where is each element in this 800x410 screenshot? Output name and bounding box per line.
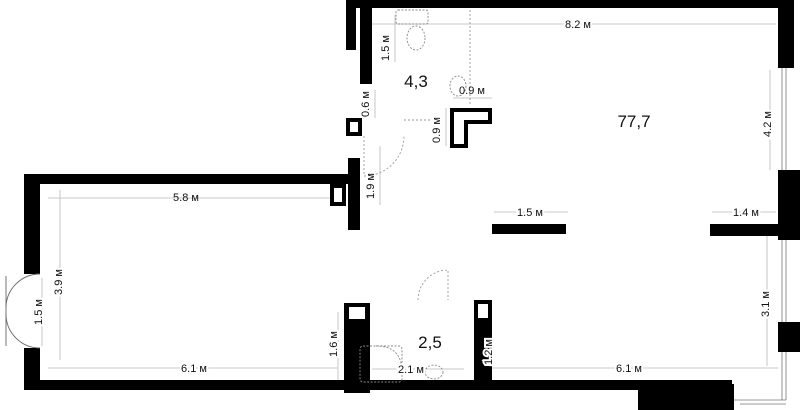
- dim-left-width: 5.8 м: [173, 192, 199, 204]
- dim-bottom-left: 6.1 м: [181, 363, 207, 375]
- wall-insets: [334, 122, 488, 319]
- dim-right-upper: 4.2 м: [762, 111, 774, 137]
- dimension-lines: [41, 15, 778, 384]
- area-wc: 4,3: [404, 72, 428, 91]
- dim-corridor: 1.9 м: [365, 173, 377, 199]
- dim-wc-small: 0.6 м: [360, 91, 372, 117]
- column: [450, 108, 492, 148]
- toilet-icon: [406, 25, 426, 51]
- dim-wc-fixture: 0.9 м: [459, 85, 485, 97]
- doors: [5, 10, 471, 349]
- dim-bath-right: 1.2 м: [483, 339, 495, 365]
- dim-entrance: 1.5 м: [33, 299, 45, 325]
- area-labels: 4,3 77,7 2,5: [404, 72, 650, 352]
- dim-left-height: 3.9 м: [53, 269, 65, 295]
- walls: [24, 0, 800, 410]
- dim-mid-wall: 1.5 м: [517, 207, 543, 219]
- area-main: 77,7: [617, 112, 650, 131]
- dim-bath-height: 1.6 м: [328, 331, 340, 357]
- fixtures: [359, 9, 467, 383]
- dim-bath-width: 2.1 м: [398, 364, 424, 376]
- dimension-labels: 8.2 м 1.5 м 0.9 м 0.6 м 0.9 м 1.9 м 5.8 …: [31, 17, 776, 378]
- bath-toilet-icon: [424, 364, 444, 380]
- windows: [734, 68, 787, 405]
- dim-column-side: 0.9 м: [431, 117, 443, 143]
- dim-bottom-right: 6.1 м: [616, 363, 642, 375]
- dim-right-wall: 1.4 м: [733, 207, 759, 219]
- entrance-door: [5, 273, 41, 309]
- washbasin-icon: [395, 9, 429, 25]
- area-bath: 2,5: [418, 333, 442, 352]
- dim-right-lower: 3.1 м: [760, 291, 772, 317]
- dim-top-width: 8.2 м: [565, 19, 591, 31]
- dim-wc-height: 1.5 м: [380, 35, 392, 61]
